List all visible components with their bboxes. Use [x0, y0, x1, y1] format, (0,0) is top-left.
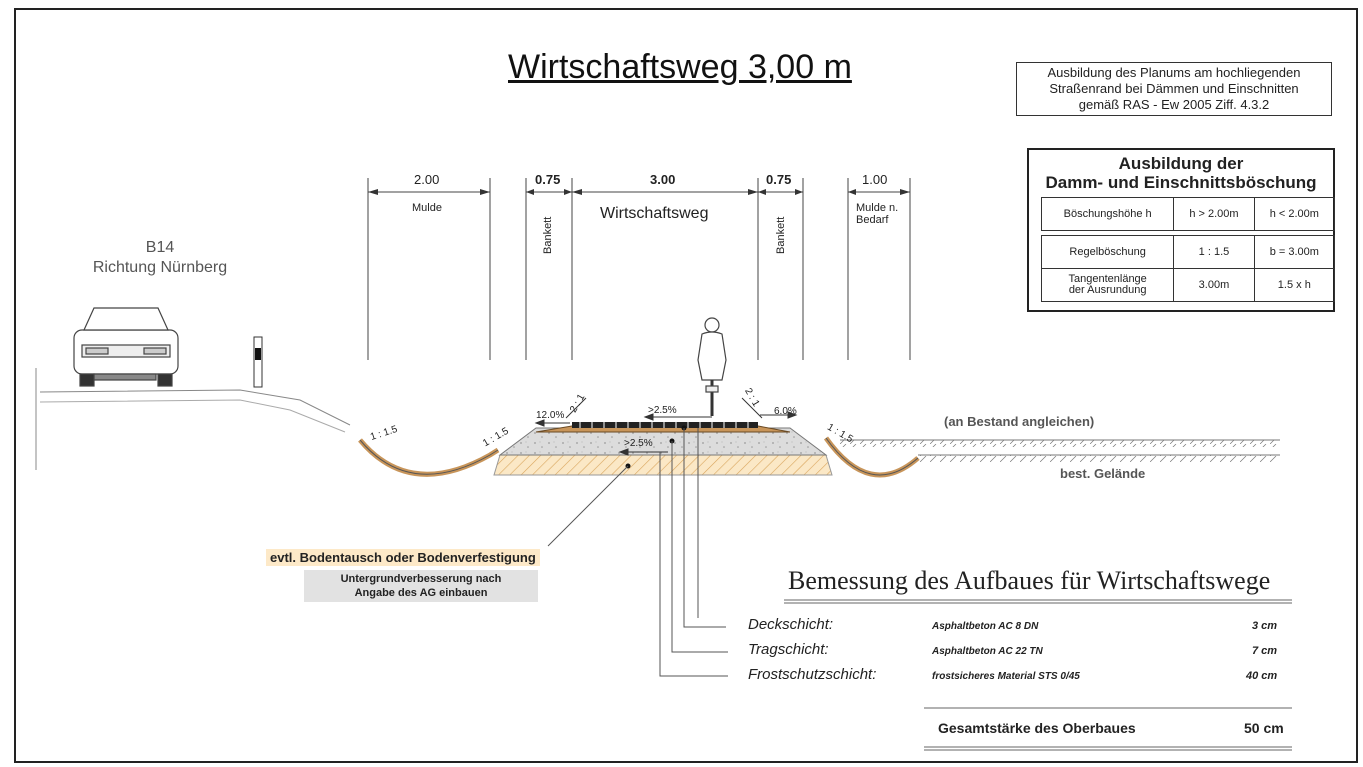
table-heading: Ausbildung der — [1118, 154, 1244, 173]
table-cell: 3.00m — [1173, 268, 1255, 302]
dim-mulde-bedarf-line: Mulde n. — [856, 202, 899, 214]
existing-terrain — [840, 439, 1280, 462]
table-cell: h > 2.00m — [1173, 197, 1255, 231]
table-cell: 1.5 x h — [1253, 268, 1336, 302]
cross-slope-left: 12.0% — [536, 410, 565, 421]
layer-material-deck: Asphaltbeton AC 8 DN — [932, 621, 1039, 632]
dim-weg-width: 3.00 — [650, 172, 676, 187]
bestand-note: (an Bestand angleichen) — [944, 414, 1095, 429]
dim-bankett-right-label: Bankett — [775, 216, 787, 254]
table-cell: Tangentenlänge der Ausrundung — [1040, 268, 1175, 302]
table-cell-line: Tangentenlänge — [1068, 273, 1147, 285]
bemessung-heading: Bemessung des Aufbaues für Wirtschaftswe… — [788, 566, 1271, 595]
table-cell-line: der Ausrundung — [1068, 284, 1147, 296]
existing-road — [35, 368, 351, 470]
cross-slope-right: 6.0% — [774, 406, 797, 417]
dim-bankett-left-label: Bankett — [542, 216, 554, 254]
table-cell: Regelböschung — [1040, 235, 1175, 269]
dim-mulde-label: Mulde — [412, 202, 442, 214]
dim-bankett-left-width: 0.75 — [535, 172, 561, 187]
dim-mulde-bedarf-line: Bedarf — [856, 214, 889, 226]
untergrund-note: Untergrundverbesserung nach Angabe des A… — [304, 570, 538, 602]
table-heading: Damm- und Einschnittsböschung — [1045, 173, 1317, 192]
table-cell: h < 2.00m — [1253, 197, 1336, 231]
total-label: Gesamtstärke des Oberbaues — [938, 720, 1136, 736]
bodentausch-note: evtl. Bodentausch oder Bodenverfestigung — [266, 549, 540, 566]
cyclist-icon — [697, 317, 727, 416]
layer-name-trag: Tragschicht: — [748, 641, 829, 658]
total-value: 50 cm — [1244, 720, 1284, 736]
dim-weg-label: Wirtschaftsweg — [600, 205, 709, 222]
dim-mulde-bedarf-width: 1.00 — [862, 172, 888, 187]
table-row: Regelböschung 1 : 1.5 b = 3.00m — [1040, 235, 1336, 269]
drawing-frame — [14, 8, 1358, 763]
location-direction: Richtung Nürnberg — [92, 259, 228, 276]
untergrund-line: Angabe des AG einbauen — [354, 587, 488, 599]
bemessung-rules — [784, 599, 1292, 751]
layer-thickness-frost: 40 cm — [1246, 670, 1278, 682]
layer-material-trag: Asphaltbeton AC 22 TN — [932, 646, 1043, 657]
slope-table: Böschungshöhe h h > 2.00m h < 2.00m Rege… — [1040, 197, 1336, 302]
pavement-structure — [493, 422, 833, 476]
gelaende-note: best. Gelände — [1060, 466, 1146, 481]
page-title: Wirtschaftsweg 3,00 m — [508, 48, 852, 86]
table-row: Böschungshöhe h h > 2.00m h < 2.00m — [1040, 197, 1336, 231]
dim-mulde-width: 2.00 — [414, 172, 440, 187]
dim-bankett-right-width: 0.75 — [766, 172, 792, 187]
layer-name-deck: Deckschicht: — [748, 616, 834, 633]
surface-slope: >2.5% — [648, 405, 677, 416]
layer-name-frost: Frostschutzschicht: — [748, 666, 877, 683]
leader-lines — [547, 428, 728, 677]
ditch-profiles — [358, 436, 920, 478]
ras-note-line: gemäß RAS - Ew 2005 Ziff. 4.3.2 — [1078, 97, 1270, 112]
layer-material-frost: frostsicheres Material STS 0/45 — [932, 671, 1080, 682]
car-icon — [73, 307, 179, 387]
layer-thickness-trag: 7 cm — [1252, 645, 1278, 657]
layer-thickness-deck: 3 cm — [1252, 620, 1278, 632]
table-cell: b = 3.00m — [1253, 235, 1336, 269]
ras-note-line: Straßenrand bei Dämmen und Einschnitten — [1049, 81, 1299, 96]
slope-design-table: Ausbildung der Damm- und Einschnittsbösc… — [1027, 148, 1336, 312]
table-row: Tangentenlänge der Ausrundung 3.00m 1.5 … — [1040, 268, 1336, 302]
location-road: B14 — [145, 239, 175, 256]
dim-mulde-bedarf-label: Mulde n. Bedarf — [856, 202, 898, 226]
ras-reference-note: Ausbildung des Planums am hochliegenden … — [1016, 62, 1332, 116]
delineator-post-icon — [253, 336, 263, 388]
ras-note-line: Ausbildung des Planums am hochliegenden — [1047, 65, 1301, 80]
untergrund-line: Untergrundverbesserung nach — [340, 573, 502, 585]
subgrade-slope: >2.5% — [624, 438, 653, 449]
table-cell: 1 : 1.5 — [1173, 235, 1255, 269]
location-label: B14 Richtung Nürnberg — [60, 238, 260, 278]
dimension-arrows — [368, 189, 910, 195]
table-cell: Böschungshöhe h — [1040, 197, 1175, 231]
